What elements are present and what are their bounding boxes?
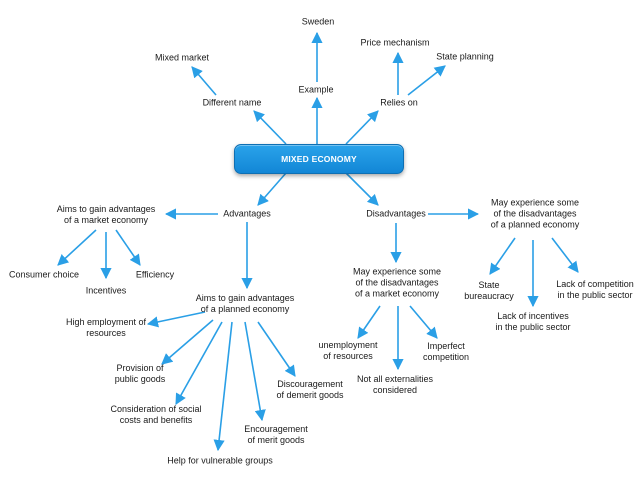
lack-incentives-line-1: Lack of incentives: [497, 311, 569, 321]
arrow-to-help-vulnerable: [213, 321, 233, 452]
arrow-to-advantages: [257, 172, 287, 206]
sweden-node: Sweden: [302, 17, 335, 28]
consideration-line-2: costs and benefits: [119, 415, 193, 425]
relies-on-label: Relies on: [380, 97, 418, 108]
arrow-to-unemployment: [357, 305, 381, 339]
sweden-label: Sweden: [301, 16, 335, 27]
discouragement-node: Discouragement of demerit goods: [276, 379, 343, 401]
state-planning-label: State planning: [436, 51, 494, 62]
disadvantages-node: Disadvantages: [366, 209, 426, 220]
encouragement-node: Encouragement of merit goods: [244, 424, 308, 446]
arrow-to-different-name: [253, 110, 287, 145]
unemployment-line-1: unemployment: [318, 340, 378, 350]
help-vulnerable-node: Help for vulnerable groups: [167, 456, 273, 467]
imperfect-competition-line-2: competition: [422, 352, 470, 362]
help-vulnerable-label: Help for vulnerable groups: [167, 455, 273, 466]
disadvantages-label: Disadvantages: [366, 208, 426, 219]
provision-line-1: Provision of: [116, 363, 164, 373]
may-market-node: May experience some of the disadvantages…: [353, 267, 441, 300]
arrow-to-state-bureaucracy: [489, 237, 516, 275]
encouragement-line-2: of merit goods: [247, 435, 305, 445]
efficiency-node: Efficiency: [136, 270, 174, 281]
arrow-to-mixed-market: [191, 66, 217, 96]
unemployment-line-2: of resources: [323, 351, 373, 361]
aims-planned-line-1: Aims to gain advantages: [195, 293, 295, 303]
may-planned-node: May experience some of the disadvantages…: [491, 198, 580, 231]
lack-incentives-node: Lack of incentives in the public sector: [495, 311, 570, 333]
example-label: Example: [298, 84, 334, 95]
price-mechanism-node: Price mechanism: [360, 38, 429, 49]
arrow-to-imperfect-competition: [409, 305, 438, 339]
arrow-to-relies-on: [345, 110, 379, 145]
aims-market-node: Aims to gain advantages of a market econ…: [57, 204, 156, 226]
incentives-node: Incentives: [86, 286, 127, 297]
may-planned-line-3: of a planned economy: [490, 219, 580, 230]
arrow-to-high-employment: [146, 311, 206, 328]
lack-incentives-line-2: in the public sector: [495, 322, 571, 332]
discouragement-line-2: of demerit goods: [276, 390, 344, 400]
price-mechanism-label: Price mechanism: [360, 37, 430, 48]
arrow-to-discouragement: [257, 321, 296, 377]
high-employment-line-2: resources: [86, 328, 126, 338]
discouragement-line-1: Discouragement: [277, 379, 343, 389]
provision-line-2: public goods: [114, 374, 166, 384]
may-market-line-3: of a market economy: [354, 288, 440, 299]
may-market-line-1: May experience some: [352, 266, 442, 277]
arrow-to-encouragement: [244, 321, 266, 422]
arrow-to-disadvantages: [345, 172, 379, 206]
advantages-node: Advantages: [223, 209, 271, 220]
consumer-choice-label: Consumer choice: [8, 269, 80, 280]
aims-planned-node: Aims to gain advantages of a planned eco…: [196, 293, 295, 315]
may-market-line-2: of the disadvantages: [355, 277, 439, 288]
state-bureaucracy-line-2: bureaucracy: [464, 291, 514, 301]
imperfect-competition-node: Imperfect competition: [423, 341, 469, 363]
consideration-node: Consideration of social costs and benefi…: [110, 404, 201, 426]
arrow-to-state-planning: [407, 65, 446, 96]
arrow-to-provision: [161, 319, 214, 365]
imperfect-competition-line-1: Imperfect: [427, 341, 465, 351]
state-planning-node: State planning: [436, 52, 494, 63]
provision-node: Provision of public goods: [115, 363, 166, 385]
encouragement-line-1: Encouragement: [244, 424, 308, 434]
not-all-externalities-node: Not all externalities considered: [357, 374, 433, 396]
efficiency-label: Efficiency: [135, 269, 175, 280]
different-name-label: Different name: [202, 97, 262, 108]
state-bureaucracy-node: State bureaucracy: [464, 280, 514, 302]
not-all-externalities-line-1: Not all externalities: [356, 374, 434, 384]
mixed-economy-node: MIXED ECONOMY: [234, 144, 404, 174]
lack-competition-line-2: in the public sector: [557, 290, 633, 300]
consideration-line-1: Consideration of social: [110, 404, 202, 414]
aims-planned-line-2: of a planned economy: [200, 304, 290, 314]
lack-competition-line-1: Lack of competition: [556, 279, 634, 289]
not-all-externalities-line-2: considered: [372, 385, 418, 395]
arrow-to-consumer-choice: [57, 229, 97, 266]
unemployment-node: unemployment of resources: [318, 340, 377, 362]
lack-competition-node: Lack of competition in the public sector: [556, 279, 634, 301]
may-planned-line-1: May experience some: [490, 197, 580, 208]
arrow-to-efficiency: [115, 229, 141, 266]
mixed-market-label: Mixed market: [154, 52, 210, 63]
state-bureaucracy-line-1: State: [478, 280, 500, 290]
aims-market-line-2: of a market economy: [63, 215, 149, 225]
consumer-choice-node: Consumer choice: [9, 270, 79, 281]
incentives-label: Incentives: [85, 285, 127, 296]
mixed-market-node: Mixed market: [155, 53, 209, 64]
aims-market-line-1: Aims to gain advantages: [56, 204, 156, 214]
arrow-to-lack-competition: [551, 237, 579, 273]
may-planned-line-2: of the disadvantages: [493, 208, 577, 219]
different-name-node: Different name: [203, 98, 262, 109]
relies-on-node: Relies on: [380, 98, 418, 109]
arrow-to-consideration: [175, 321, 223, 405]
high-employment-line-1: High employment of: [65, 317, 147, 327]
high-employment-node: High employment of resources: [66, 317, 146, 339]
mixed-economy-label: MIXED ECONOMY: [281, 154, 357, 164]
example-node: Example: [298, 85, 333, 96]
advantages-label: Advantages: [223, 208, 271, 219]
